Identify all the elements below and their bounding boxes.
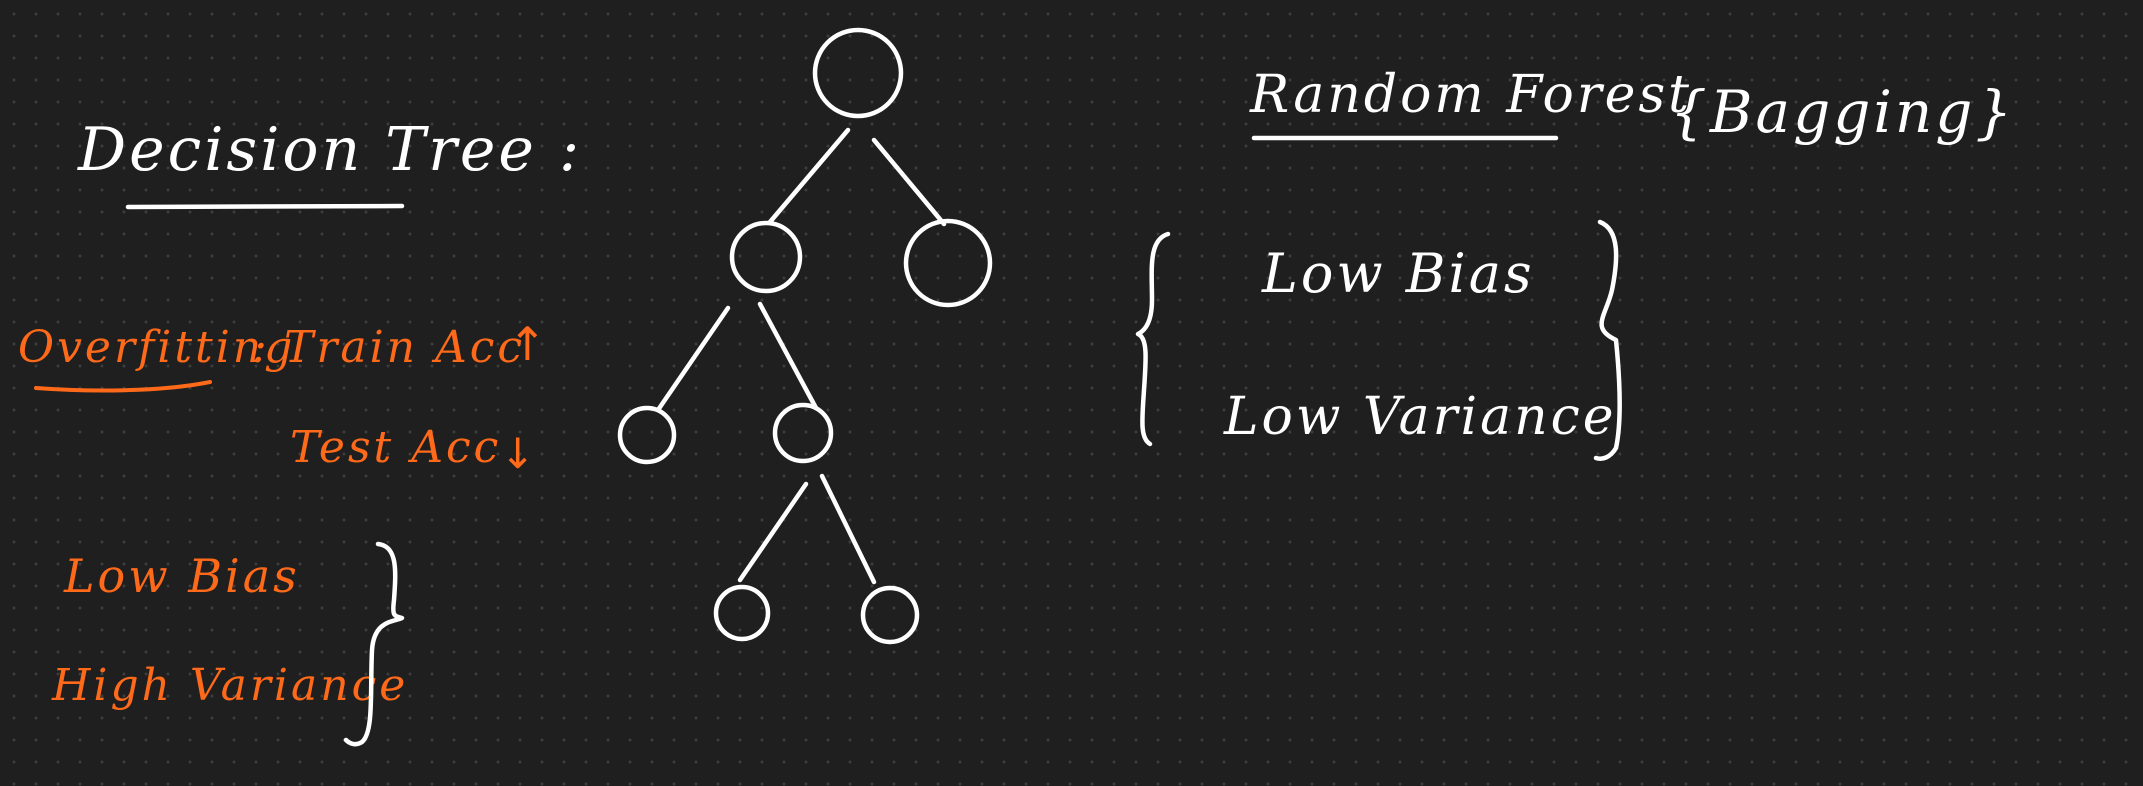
overfitting-separator: : <box>252 322 270 373</box>
overfitting-underline <box>34 380 212 393</box>
decision-tree-title: Decision Tree : <box>77 115 582 185</box>
high-variance-orange: High Variance <box>51 660 408 711</box>
tree-node-level1-right <box>903 218 993 308</box>
tree-node-level3-left <box>713 584 771 642</box>
tree-node-level2-left <box>617 405 677 465</box>
tree-node-level2-right <box>772 402 834 464</box>
tree-edge-l2-right <box>819 473 877 585</box>
random-forest-notes: Random Forest {Bagging} Low Bias Low Var… <box>1135 65 2015 461</box>
low-bias-orange: Low Bias <box>63 549 300 603</box>
tree-node-level1-left <box>729 220 803 294</box>
decision-tree-title-underline <box>125 203 405 210</box>
train-up-arrow-icon: ↑ <box>508 317 547 371</box>
decision-tree-notes: Decision Tree : Overfitting : Train Acc … <box>18 115 582 747</box>
low-variance-white: Low Variance <box>1223 387 1617 447</box>
test-down-arrow-icon: ↓ <box>500 429 535 478</box>
right-opening-brace-icon <box>1135 231 1171 447</box>
tree-edge-l1-left <box>655 305 731 413</box>
bagging-tag: {Bagging} <box>1670 78 2015 146</box>
overfitting-label: Overfitting <box>18 322 295 373</box>
train-accuracy-label: Train Acc <box>284 322 525 373</box>
right-closing-brace-icon <box>1593 219 1623 461</box>
random-forest-title: Random Forest <box>1249 65 1692 125</box>
low-bias-white: Low Bias <box>1261 242 1535 305</box>
tree-edge-l2-left <box>737 481 809 583</box>
left-closing-brace-icon <box>343 541 405 747</box>
tree-edge-root-right <box>871 137 947 227</box>
decision-tree-diagram <box>617 27 993 645</box>
test-accuracy-label: Test Acc <box>290 422 501 473</box>
tree-node-level3-right <box>860 585 920 645</box>
tree-edge-root-left <box>767 127 851 225</box>
tree-root-node <box>812 27 904 119</box>
tree-edge-l1-right <box>757 301 819 411</box>
